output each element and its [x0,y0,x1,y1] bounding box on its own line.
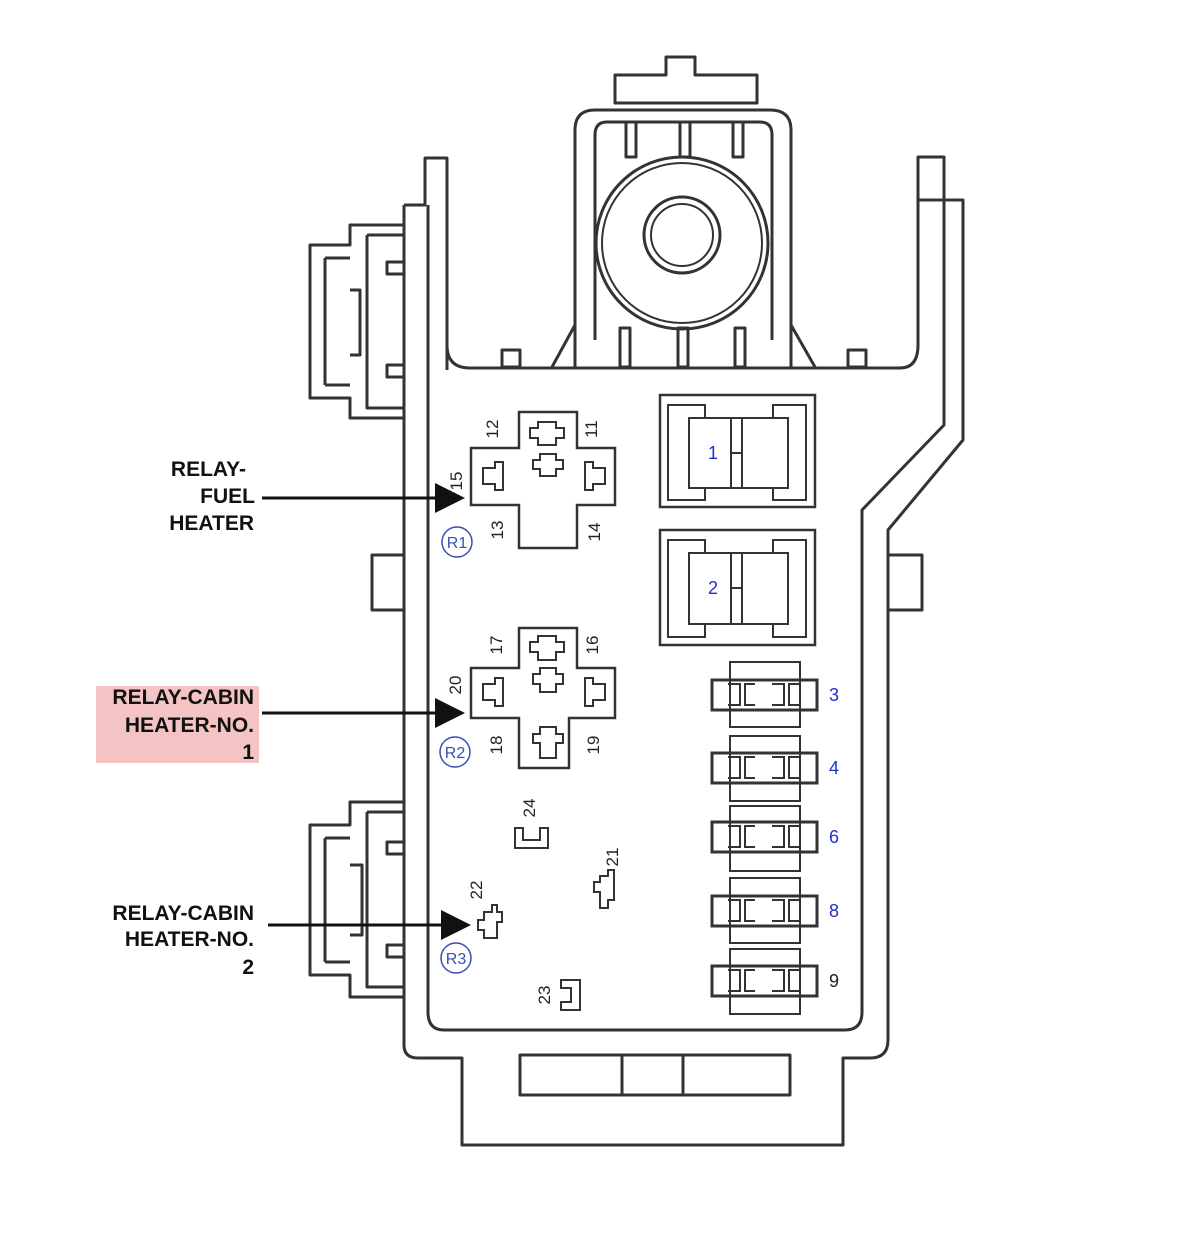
bottom-connector [518,1053,792,1097]
svg-text:24: 24 [520,799,539,818]
callout-cabin-heater-1-highlight [96,686,259,763]
callout-fuel-heater-line1: RELAY- [171,458,246,481]
inner-tray [426,198,946,1032]
top-connector [613,55,759,105]
callout-fuel-heater: RELAY- FUEL HEATER [169,458,465,535]
stud-bolt [642,195,722,275]
relay-r2-socket [469,626,617,770]
mini-fuse-3-number: 3 [829,685,839,705]
mini-fuse-8[interactable]: 8 [710,877,839,944]
relay-r2-terminals [482,635,606,759]
callout-fuel-heater-line2: FUEL [200,485,255,508]
mini-fuse-9-number: 9 [829,971,839,991]
svg-text:21: 21 [603,848,622,867]
relay-r2[interactable]: 17 16 20 18 19 R2 [439,626,617,770]
relay-r1-terminals [482,421,606,491]
relay-r3-terminal [477,904,503,939]
relay-r1-badge [441,526,473,558]
fuse-1[interactable]: 1 [658,393,817,509]
fuse-1-number: 1 [708,443,718,463]
relay-r1[interactable]: 12 11 15 13 14 R1 [441,410,617,558]
relay-r1-pin-14: 14 [585,523,604,542]
upper-left-clip [308,223,406,420]
relay-r1-pin-11: 11 [582,420,601,438]
relay-r3-pin-22: 22 [467,881,486,900]
relay-r2-pin-17: 17 [487,636,506,655]
stud-outer-ring [594,155,770,331]
relay-r3-id: R3 [446,951,467,968]
relay-r2-badge [439,736,471,768]
mini-fuse-6[interactable]: 6 [710,805,839,872]
callout-cabin-heater-2-line2: HEATER-NO. [125,928,254,951]
relay-r2-pin-18: 18 [487,736,506,755]
relay-r1-pin-15: 15 [447,472,466,491]
mini-fuse-4[interactable]: 4 [710,735,839,802]
callout-cabin-heater-2: RELAY-CABIN HEATER-NO. 2 [112,902,471,979]
callout-cabin-heater-1: RELAY-CABIN HEATER-NO. 1 [96,686,465,764]
relay-r3-badge [440,942,472,974]
callout-cabin-heater-1-line2: HEATER-NO. [125,714,254,737]
relay-r1-pin-13: 13 [488,521,507,540]
right-tab [886,553,924,612]
relay-r1-id: R1 [447,535,468,552]
mini-fuse-6-number: 6 [829,827,839,847]
callout-fuel-heater-line3: HEATER [169,512,254,535]
lower-left-clip [308,800,406,999]
svg-text:23: 23 [535,986,554,1005]
fuse-2-number: 2 [708,578,718,598]
relay-r3[interactable]: 22 R3 [440,881,503,974]
relay-r1-socket [469,410,617,550]
mini-fuse-3[interactable]: 3 [710,661,839,728]
relay-r1-pin-12: 12 [483,420,502,439]
callout-cabin-heater-2-line3: 2 [242,956,254,979]
mini-fuse-8-number: 8 [829,901,839,921]
callout-cabin-heater-1-line3: 1 [242,741,254,764]
relay-r2-pin-20: 20 [446,676,465,695]
mini-fuse-9[interactable]: 9 [710,948,839,1015]
relay-r2-pin-16: 16 [583,636,602,655]
terminal-21: 21 [593,848,622,909]
fuse-2[interactable]: 2 [658,528,817,647]
callout-cabin-heater-2-line1: RELAY-CABIN [112,902,254,925]
relay-r2-id: R2 [445,745,466,762]
callout-cabin-heater-1-line1: RELAY-CABIN [112,686,254,709]
stud-mount [573,108,793,367]
terminal-24: 24 [514,799,549,849]
left-tab [370,553,406,612]
housing [308,55,965,1147]
terminal-23: 23 [535,979,581,1011]
relay-r2-pin-19: 19 [584,736,603,755]
mini-fuse-4-number: 4 [829,758,839,778]
